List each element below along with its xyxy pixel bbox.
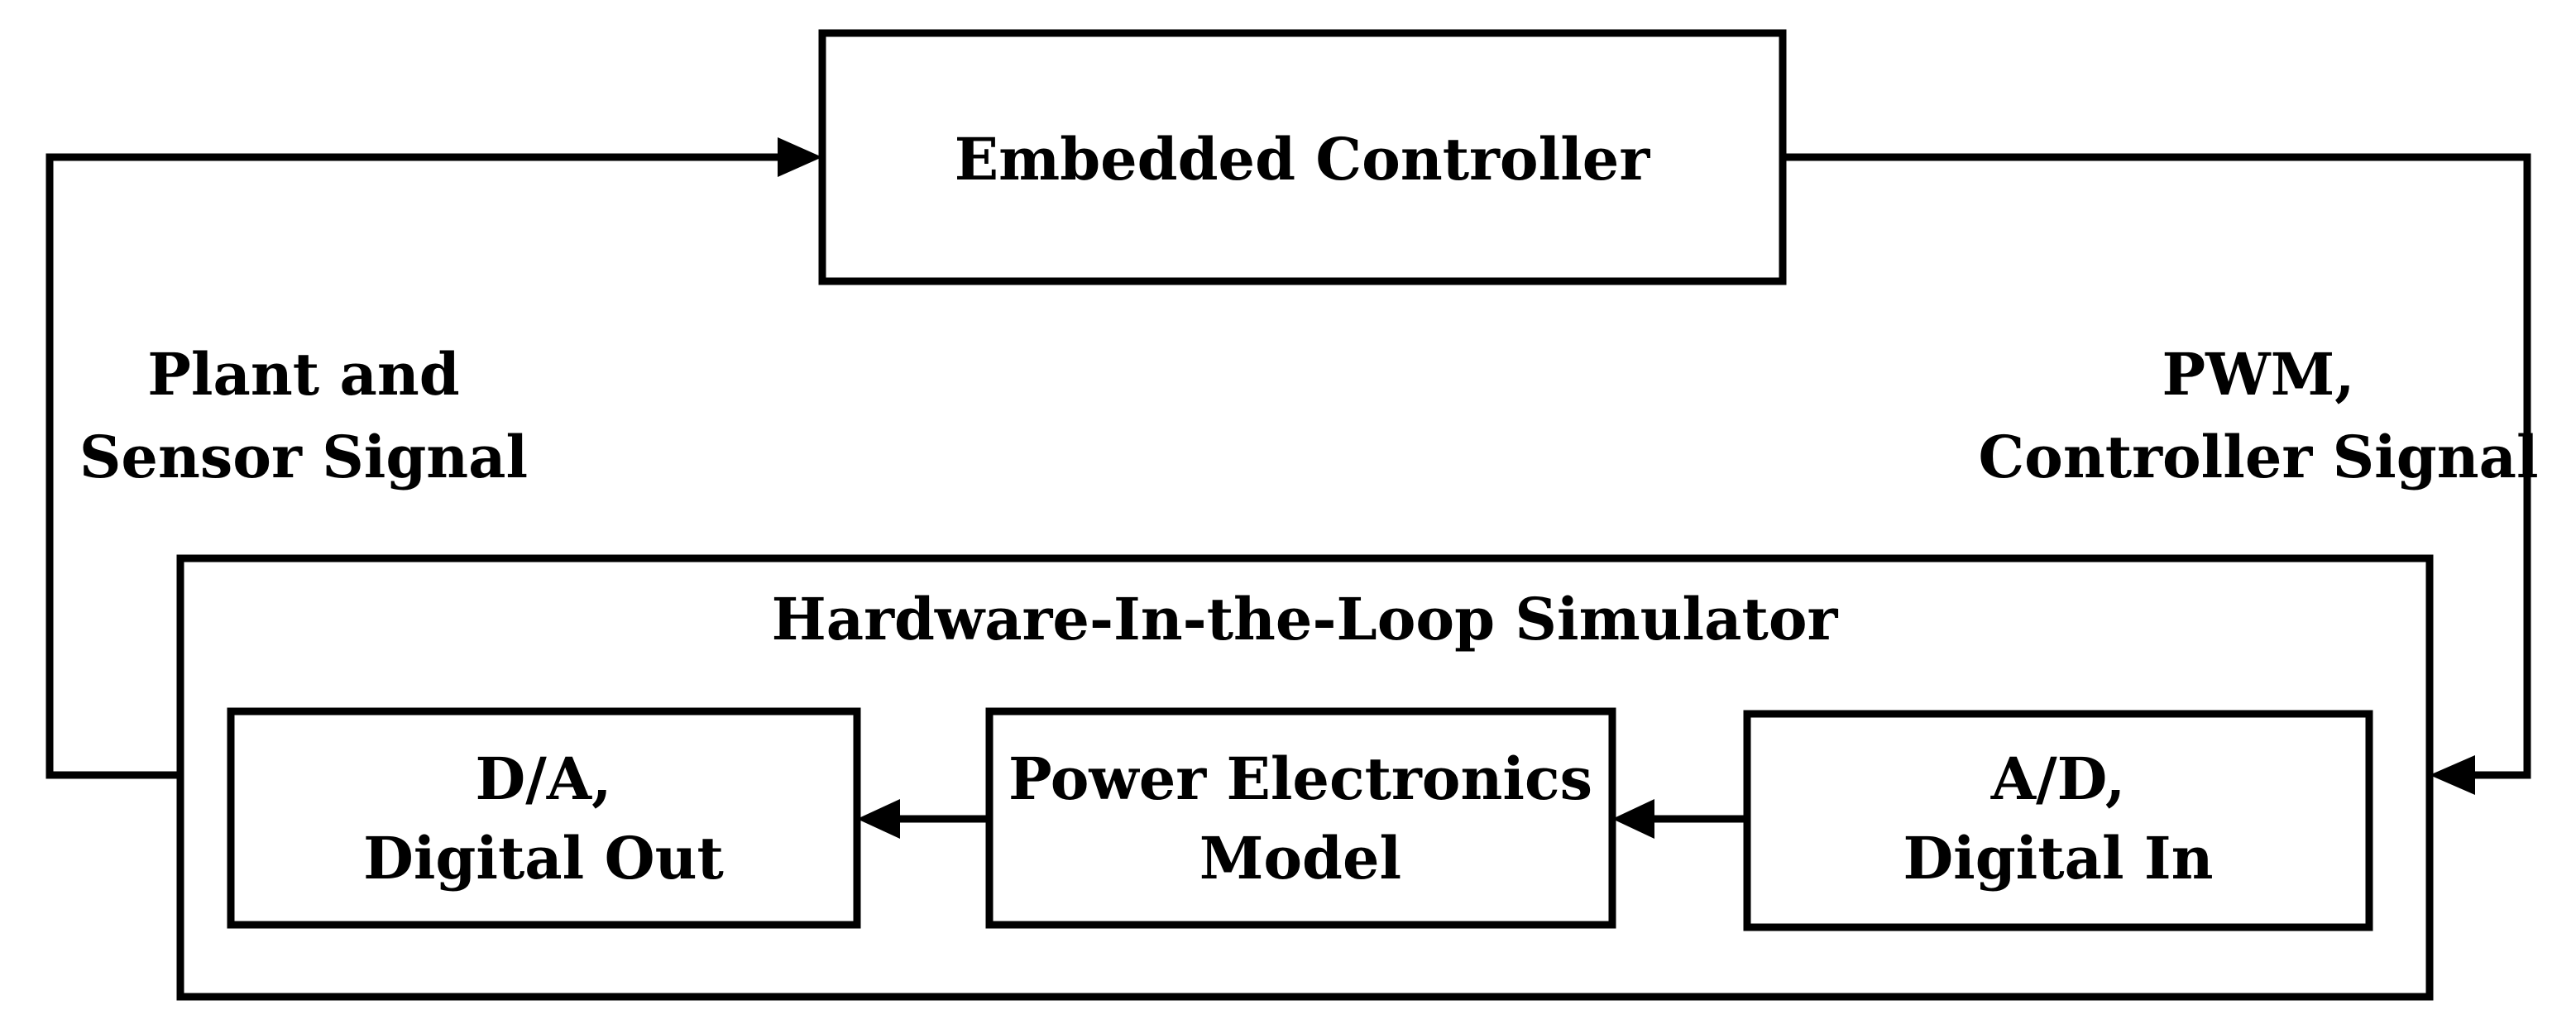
da-block-line2: Digital Out: [363, 824, 724, 893]
embedded-controller-block: [818, 29, 1787, 285]
arrow-into-model: [1612, 799, 1654, 839]
pwm-controller-signal-line1: PWM,: [2162, 340, 2354, 409]
sensor-signal-wire: [45, 153, 778, 779]
model-block-line1: Power Electronics: [1008, 744, 1592, 813]
model-block-line2: Model: [1199, 824, 1401, 893]
arrow-into-simulator: [2430, 755, 2475, 795]
pwm-controller-signal-line2: Controller Signal: [1978, 423, 2538, 491]
arrow-into-controller: [778, 137, 822, 177]
ad-block-line2: Digital In: [1903, 824, 2213, 893]
da-digital-out-block: [227, 707, 861, 929]
pwm-signal-wire: [1783, 153, 2531, 779]
plant-sensor-signal-line1: Plant and: [147, 340, 459, 409]
power-electronics-model-block: [985, 707, 1616, 929]
plant-sensor-signal-line2: Sensor Signal: [79, 423, 528, 491]
arrow-into-da: [857, 799, 900, 839]
ad-block-line1: A/D,: [1990, 744, 2125, 813]
embedded-controller-label: Embedded Controller: [955, 125, 1651, 194]
da-block-line1: D/A,: [476, 744, 612, 813]
hil-simulator-title: Hardware-In-the-Loop Simulator: [772, 585, 1839, 653]
